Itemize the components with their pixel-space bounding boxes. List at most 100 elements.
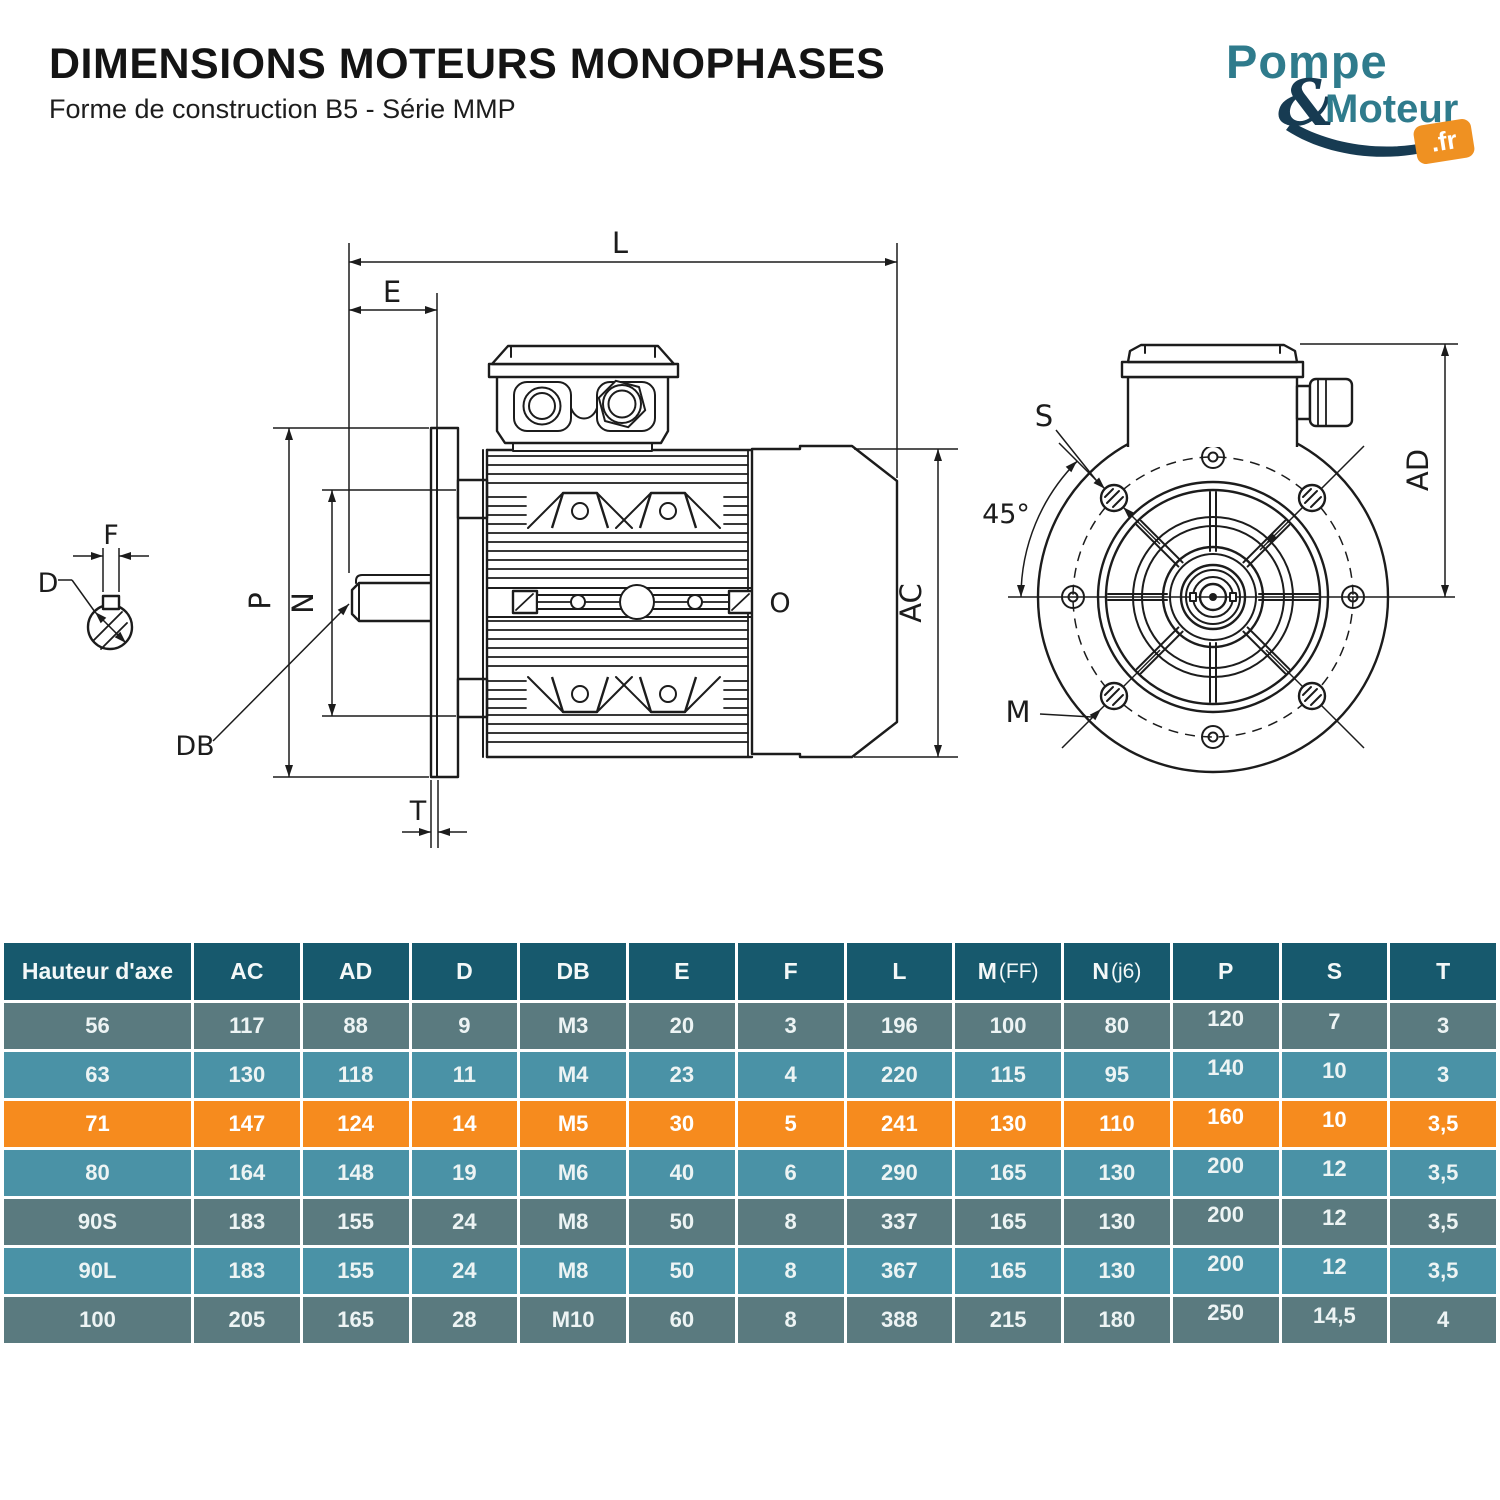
table-cell: 7 <box>1281 1003 1388 1049</box>
flange-holes <box>1061 445 1365 749</box>
table-cell: 12 <box>1281 1248 1388 1294</box>
table-header-cell: DB <box>520 943 626 1000</box>
table-header-cell: M(FF) <box>955 943 1061 1000</box>
table-cell: 388 <box>846 1297 953 1343</box>
dim-label-ad: AD <box>1401 449 1435 491</box>
table-cell: 130 <box>1064 1248 1170 1294</box>
dim-label-t: T <box>409 796 427 827</box>
shaft-section-view: F D <box>38 520 149 651</box>
brand-logo: Pompe & Moteur .fr <box>1222 30 1482 175</box>
table-cell: 155 <box>302 1248 409 1294</box>
table-header-cell: AD <box>302 943 409 1000</box>
table-cell: 337 <box>846 1199 953 1245</box>
table-cell: 241 <box>846 1101 953 1147</box>
table-cell: 155 <box>302 1199 409 1245</box>
motor-side-view: L E P N DB T AC O <box>175 226 958 848</box>
table-cell: 20 <box>629 1003 735 1049</box>
table-cell: 24 <box>411 1248 518 1294</box>
table-header-cell: P <box>1172 943 1279 1000</box>
table-cell: 130 <box>955 1101 1061 1147</box>
table-row-label: 63 <box>4 1052 191 1098</box>
table-cell: 117 <box>194 1003 300 1049</box>
table-cell: 11 <box>411 1052 518 1098</box>
table-cell: 290 <box>846 1150 953 1196</box>
fan-guard-spokes <box>1107 491 1319 703</box>
dim-label-45deg: 45° <box>982 499 1030 530</box>
table-cell: 8 <box>737 1297 844 1343</box>
table-cell: M8 <box>520 1199 626 1245</box>
table-cell: 40 <box>629 1150 735 1196</box>
table-cell: 183 <box>194 1199 300 1245</box>
table-row-label: 56 <box>4 1003 191 1049</box>
table-header-cell: L <box>846 943 953 1000</box>
table-header-cell: T <box>1390 943 1496 1000</box>
table-cell: 220 <box>846 1052 953 1098</box>
table-cell: 3 <box>1390 1052 1496 1098</box>
table-cell: 140 <box>1172 1052 1279 1098</box>
table-cell: 3,5 <box>1390 1248 1496 1294</box>
table-cell: 9 <box>411 1003 518 1049</box>
dim-label-s: S <box>1035 399 1053 433</box>
dim-label-ac: AC <box>894 583 928 623</box>
table-cell: 165 <box>955 1248 1061 1294</box>
table-cell: 50 <box>629 1199 735 1245</box>
table-row-label: 90S <box>4 1199 191 1245</box>
table-cell: 148 <box>302 1150 409 1196</box>
table-cell: 24 <box>411 1199 518 1245</box>
dim-label-f: F <box>103 520 119 551</box>
table-cell: 80 <box>1064 1003 1170 1049</box>
table-cell: 367 <box>846 1248 953 1294</box>
side-view-dimensions: L E P N DB T AC O <box>175 226 958 848</box>
table-cell: 6 <box>737 1150 844 1196</box>
table-cell: 200 <box>1172 1150 1279 1196</box>
table-cell: M4 <box>520 1052 626 1098</box>
dim-label-e: E <box>383 275 401 309</box>
table-cell: M6 <box>520 1150 626 1196</box>
table-row-label: 100 <box>4 1297 191 1343</box>
table-cell: 180 <box>1064 1297 1170 1343</box>
table-cell: 147 <box>194 1101 300 1147</box>
table-cell: 205 <box>194 1297 300 1343</box>
page-title: DIMENSIONS MOTEURS MONOPHASES <box>49 40 886 88</box>
table-cell: 3,5 <box>1390 1150 1496 1196</box>
table-cell: 200 <box>1172 1248 1279 1294</box>
logo-word-pompe: Pompe <box>1226 35 1388 88</box>
table-cell: 165 <box>955 1199 1061 1245</box>
table-cell: 124 <box>302 1101 409 1147</box>
table-cell: 14,5 <box>1281 1297 1388 1343</box>
table-cell: 110 <box>1064 1101 1170 1147</box>
table-row-label: 90L <box>4 1248 191 1294</box>
table-cell: 5 <box>737 1101 844 1147</box>
table-cell: M10 <box>520 1297 626 1343</box>
table-cell: 95 <box>1064 1052 1170 1098</box>
table-cell: 8 <box>737 1248 844 1294</box>
table-cell: 3 <box>1390 1003 1496 1049</box>
table-header-cell: AC <box>194 943 300 1000</box>
motor-front-view: S M 45° AD <box>982 343 1458 774</box>
table-header-cell: E <box>629 943 735 1000</box>
table-cell: 160 <box>1172 1101 1279 1147</box>
table-cell: 164 <box>194 1150 300 1196</box>
table-cell: 165 <box>302 1297 409 1343</box>
terminal-box-front <box>1120 343 1354 447</box>
table-cell: 10 <box>1281 1052 1388 1098</box>
table-row-label: 71 <box>4 1101 191 1147</box>
table-cell: 10 <box>1281 1101 1388 1147</box>
table-cell: 4 <box>737 1052 844 1098</box>
dim-label-n: N <box>286 592 320 614</box>
mounting-lugs <box>527 491 721 714</box>
cooling-fins <box>486 455 749 743</box>
table-cell: 130 <box>1064 1150 1170 1196</box>
dim-label-o: O <box>769 588 790 619</box>
table-cell: 200 <box>1172 1199 1279 1245</box>
table-cell: 130 <box>1064 1199 1170 1245</box>
table-cell: M3 <box>520 1003 626 1049</box>
table-cell: 14 <box>411 1101 518 1147</box>
table-cell: 250 <box>1172 1297 1279 1343</box>
dim-label-db: DB <box>175 731 214 762</box>
table-cell: 23 <box>629 1052 735 1098</box>
table-cell: 3 <box>737 1003 844 1049</box>
table-cell: 130 <box>194 1052 300 1098</box>
page-subtitle: Forme de construction B5 - Série MMP <box>49 94 516 124</box>
